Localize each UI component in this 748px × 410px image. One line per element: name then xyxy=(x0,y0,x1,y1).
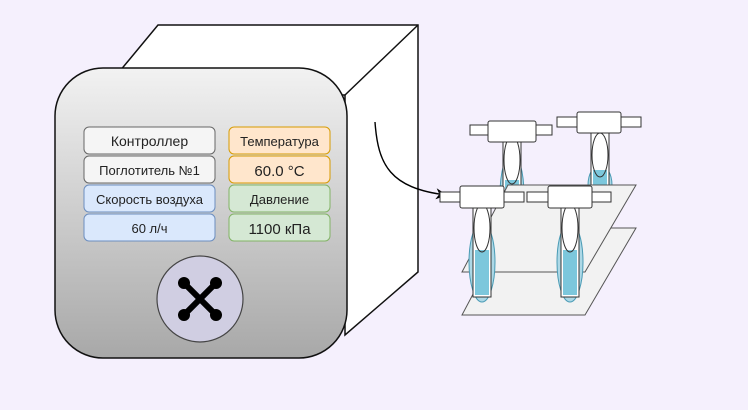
airflow-value: 60 л/ч xyxy=(131,221,167,236)
cabinet-edge xyxy=(344,24,419,96)
airflow-value-box: 60 л/ч xyxy=(83,213,216,242)
temperature-value-box: 60.0 °C xyxy=(228,155,331,184)
airflow-label: Скорость воздуха xyxy=(96,192,204,207)
absorber-label: Поглотитель №1 xyxy=(99,163,200,178)
pressure-value-box: 1100 кПа xyxy=(228,213,331,242)
absorber-tube xyxy=(526,185,612,303)
pressure-value: 1100 кПа xyxy=(248,221,311,238)
temperature-value: 60.0 °C xyxy=(254,163,304,180)
tube-rack xyxy=(439,111,642,316)
absorber-tube xyxy=(439,185,525,303)
pressure-label-box: Давление xyxy=(228,184,331,213)
absorber-box: Поглотитель №1 xyxy=(83,155,216,184)
controller-title-box: Контроллер xyxy=(83,126,216,155)
temperature-label-box: Температура xyxy=(228,126,331,155)
airflow-label-box: Скорость воздуха xyxy=(83,184,216,213)
fan-icon xyxy=(156,255,244,343)
connector-arrow xyxy=(374,121,448,200)
temperature-label: Температура xyxy=(240,134,320,149)
pressure-label: Давление xyxy=(250,192,309,207)
controller-title: Контроллер xyxy=(111,133,188,149)
